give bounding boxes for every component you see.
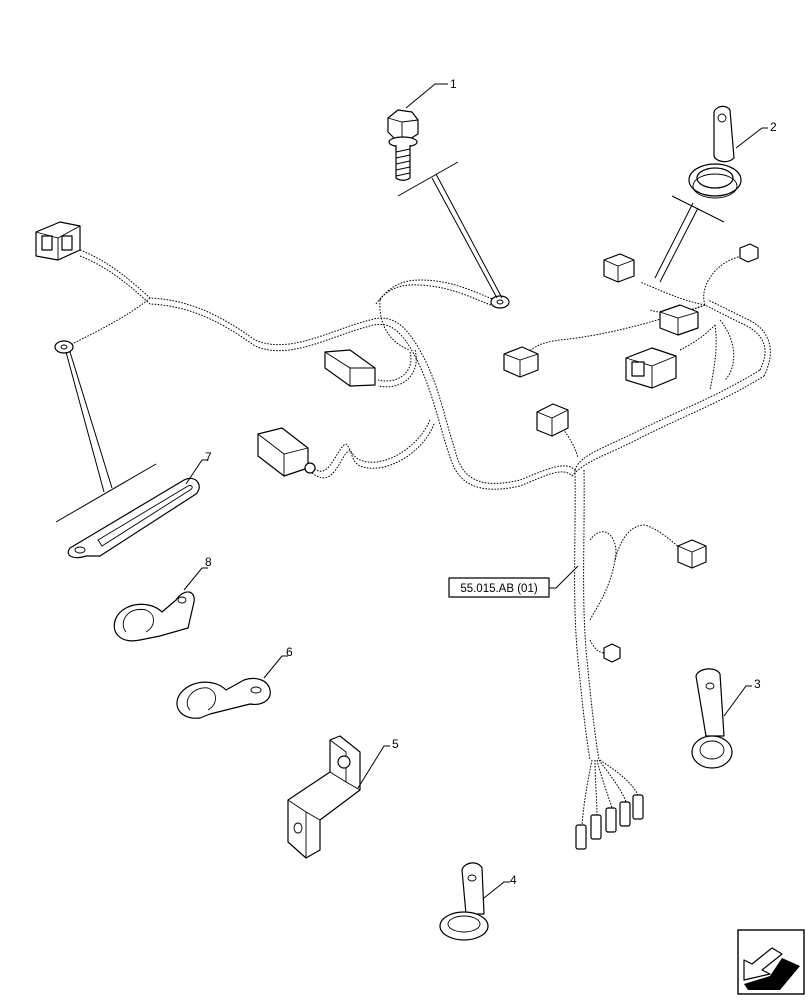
leader-5 (357, 745, 390, 789)
ground-eyelet-center (490, 295, 510, 309)
callout-7: 7 (205, 450, 212, 464)
part-clamp-3 (691, 668, 733, 769)
leader-7 (55, 351, 208, 523)
connector-right-5 (677, 539, 707, 569)
leader-3 (723, 685, 752, 717)
part-bolt (387, 109, 419, 181)
connector-top-left (35, 221, 81, 261)
wiring-harness (69, 249, 771, 826)
leader-6 (263, 655, 288, 679)
connector-right-4 (625, 347, 677, 389)
callout-2: 2 (770, 120, 777, 134)
leader-4 (483, 881, 510, 899)
callout-6: 6 (286, 645, 293, 659)
part-clamp-4 (439, 862, 489, 941)
connector-small (603, 643, 621, 663)
connector-center-3 (503, 346, 539, 378)
leader-2 (654, 127, 768, 283)
connector-right-3 (659, 304, 699, 336)
reference-label[interactable]: 55.015.AB (01) (460, 583, 538, 595)
part-clip-8 (113, 591, 195, 642)
connector-right-2 (739, 243, 759, 263)
connector-center-4 (536, 403, 569, 437)
callout-8: 8 (205, 555, 212, 569)
connector-center-1 (324, 349, 376, 387)
terminal-pins (575, 794, 644, 850)
leader-1 (397, 83, 503, 299)
leader-8 (183, 567, 208, 591)
reference-link[interactable]: 55.015.AB (01) (448, 565, 579, 598)
connector-center-2 (257, 427, 316, 477)
part-strap-7 (67, 477, 200, 559)
ground-eyelet-left (54, 340, 74, 354)
callout-4: 4 (510, 873, 517, 887)
callout-3: 3 (754, 677, 761, 691)
part-bracket-5 (287, 735, 361, 859)
part-clamp-2 (688, 105, 742, 199)
part-clip-6 (176, 677, 271, 719)
callout-5: 5 (392, 737, 399, 751)
callout-1: 1 (450, 77, 457, 91)
arrow-navigation-icon[interactable] (737, 929, 805, 995)
connector-right-1 (603, 253, 635, 283)
